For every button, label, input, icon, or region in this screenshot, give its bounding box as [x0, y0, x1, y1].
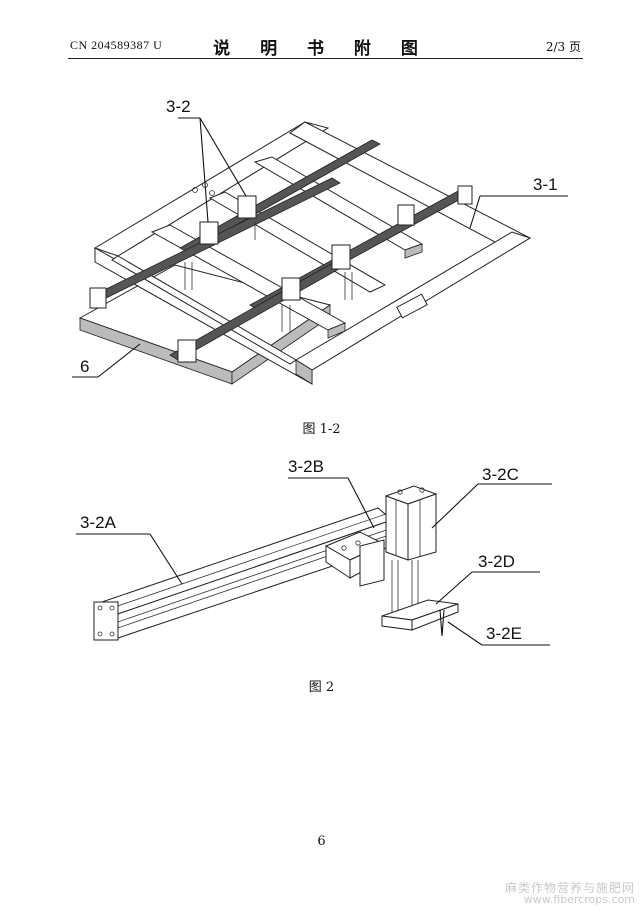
- module-end-cap: [93, 601, 119, 641]
- section-title: 说 明 书 附 图: [213, 39, 430, 59]
- label-3-2A: 3-2A: [80, 513, 117, 532]
- figure-2-caption: 图 2: [308, 680, 335, 695]
- figure-1-2-drawing: 3-2 3-1 6: [72, 97, 568, 385]
- page-number: 6: [317, 834, 326, 849]
- patent-number: CN 204589387 U: [70, 38, 163, 52]
- carriage-1: [237, 195, 257, 219]
- label-3-1: 3-1: [533, 175, 558, 194]
- mount-bracket: [359, 539, 385, 587]
- label-3-2D: 3-2D: [478, 552, 515, 571]
- figure-1-2-caption: 图 1-2: [302, 422, 341, 437]
- label-3-2: 3-2: [166, 97, 191, 116]
- needle: [439, 609, 443, 637]
- figure-2-drawing: 3-2B 3-2C 3-2A 3-2D 3-2E: [76, 457, 552, 646]
- label-6: 6: [80, 357, 89, 376]
- watermark-url: www.fibercrops.com: [523, 893, 635, 906]
- label-3-2E: 3-2E: [486, 624, 522, 643]
- motor-plate: [396, 293, 428, 319]
- cylinder-body-right: [407, 493, 437, 561]
- label-3-2C: 3-2C: [482, 465, 519, 484]
- page-info: 2/3 页: [545, 40, 581, 54]
- label-3-2B: 3-2B: [288, 457, 324, 476]
- cylinder-body-left: [385, 495, 409, 561]
- watermark-cn: 麻类作物营养与施肥网: [504, 881, 635, 895]
- header-rule: [68, 58, 583, 59]
- frame-back-left: [93, 121, 330, 257]
